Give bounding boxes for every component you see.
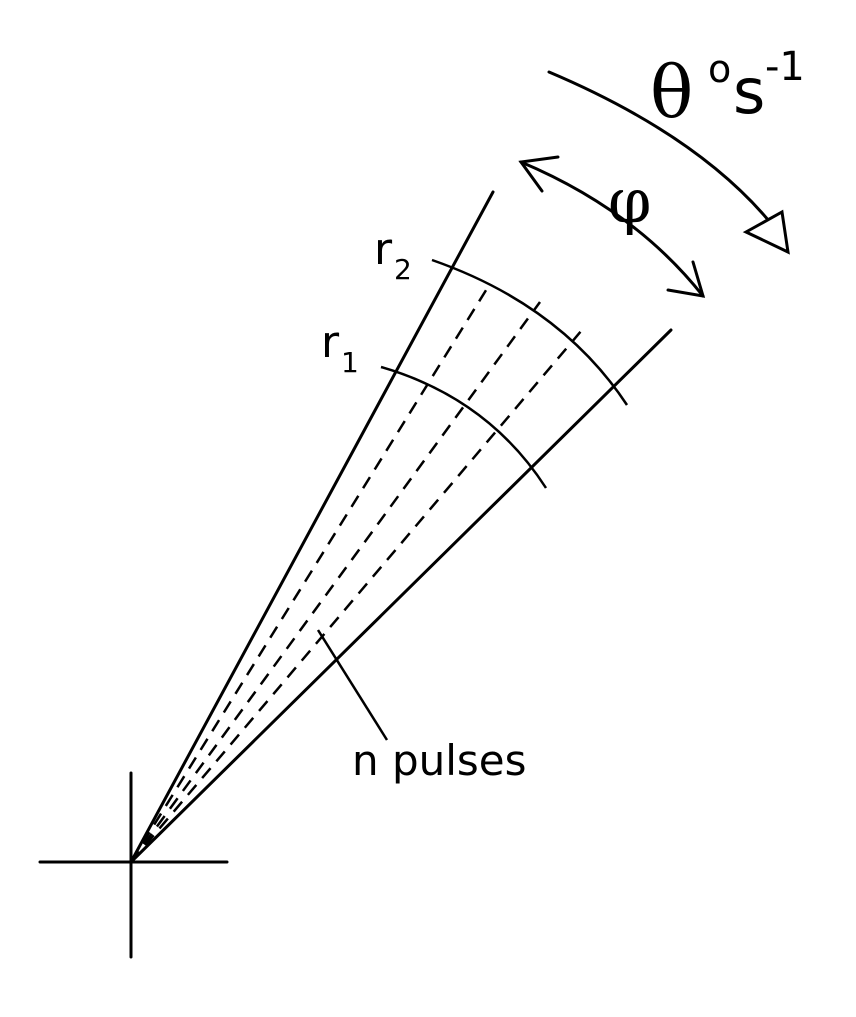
rate-theta-label: θ [650,50,693,134]
beam-width-arrowhead-start [521,157,558,191]
beam-angle-phi-label: φ [608,164,651,237]
r2-subscript: 2 [394,253,412,286]
rate-degree-label: o [708,47,731,91]
n-pulses-label: n pulses [352,736,527,785]
r1-subscript: 1 [341,346,359,379]
range-arc-r2 [432,260,627,405]
pulses-leader-line [318,630,387,740]
r2-label: r [374,224,393,275]
rate-unit-label: s [733,55,765,128]
r1-label: r [321,317,340,368]
rate-exponent-label: -1 [765,44,805,90]
